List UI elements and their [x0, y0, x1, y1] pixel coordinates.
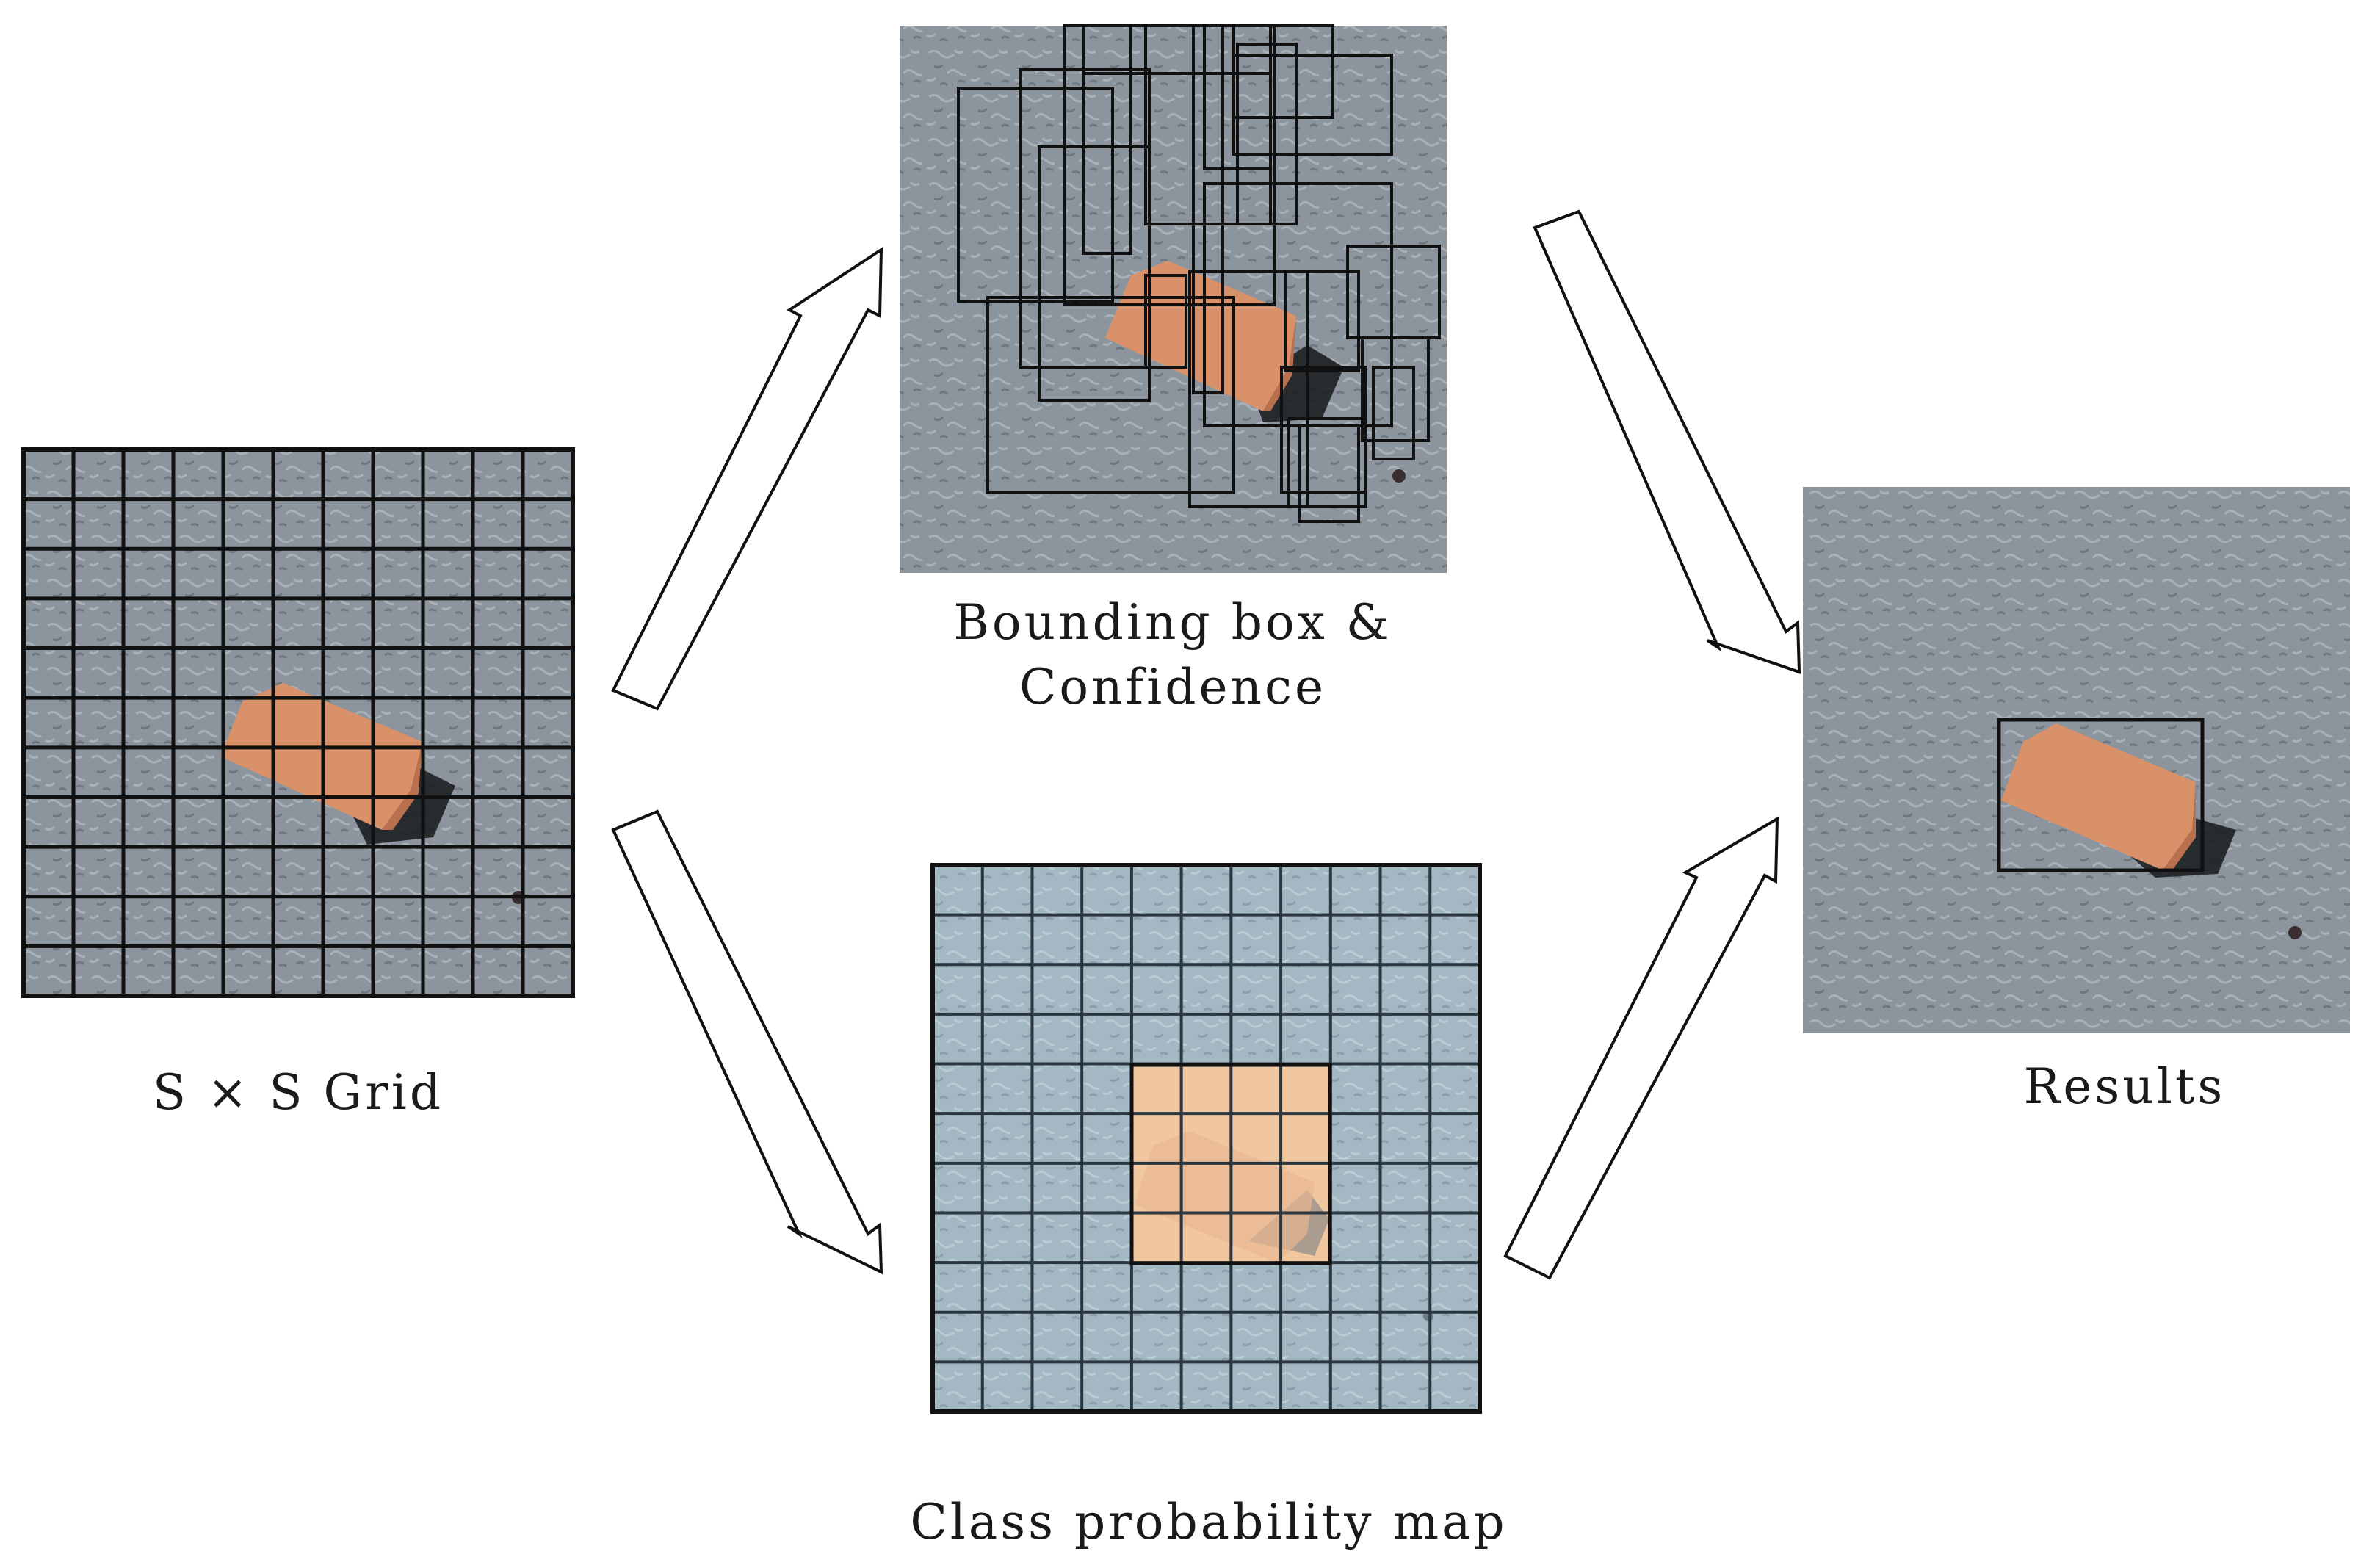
bbox-photo [900, 26, 1447, 573]
candidate-boxes [957, 24, 1441, 523]
class-map-label: Class probability map [910, 1494, 1507, 1550]
class-map-panel [930, 863, 1482, 1414]
arrow-right-down-icon [611, 809, 883, 1275]
grid-panel [21, 447, 575, 998]
arrow-right-up-icon [611, 247, 883, 711]
brick [2001, 723, 2196, 870]
bbox-panel [900, 24, 1447, 573]
results-label: Results [2024, 1058, 2226, 1115]
grid-lines [23, 449, 573, 996]
results-panel [1803, 487, 2350, 1033]
class-map-photo [933, 865, 1480, 1412]
grid-label: S × S Grid [153, 1064, 444, 1121]
detection-box [1997, 718, 2205, 872]
bbox-label-line1: Bounding box & [953, 594, 1392, 651]
arrow-right-down-icon [1533, 209, 1801, 674]
arrow-right-up-icon [1503, 816, 1779, 1280]
results-photo [1803, 487, 2350, 1033]
grid-photo [23, 449, 573, 996]
bbox-label-line2: Confidence [1019, 659, 1326, 715]
